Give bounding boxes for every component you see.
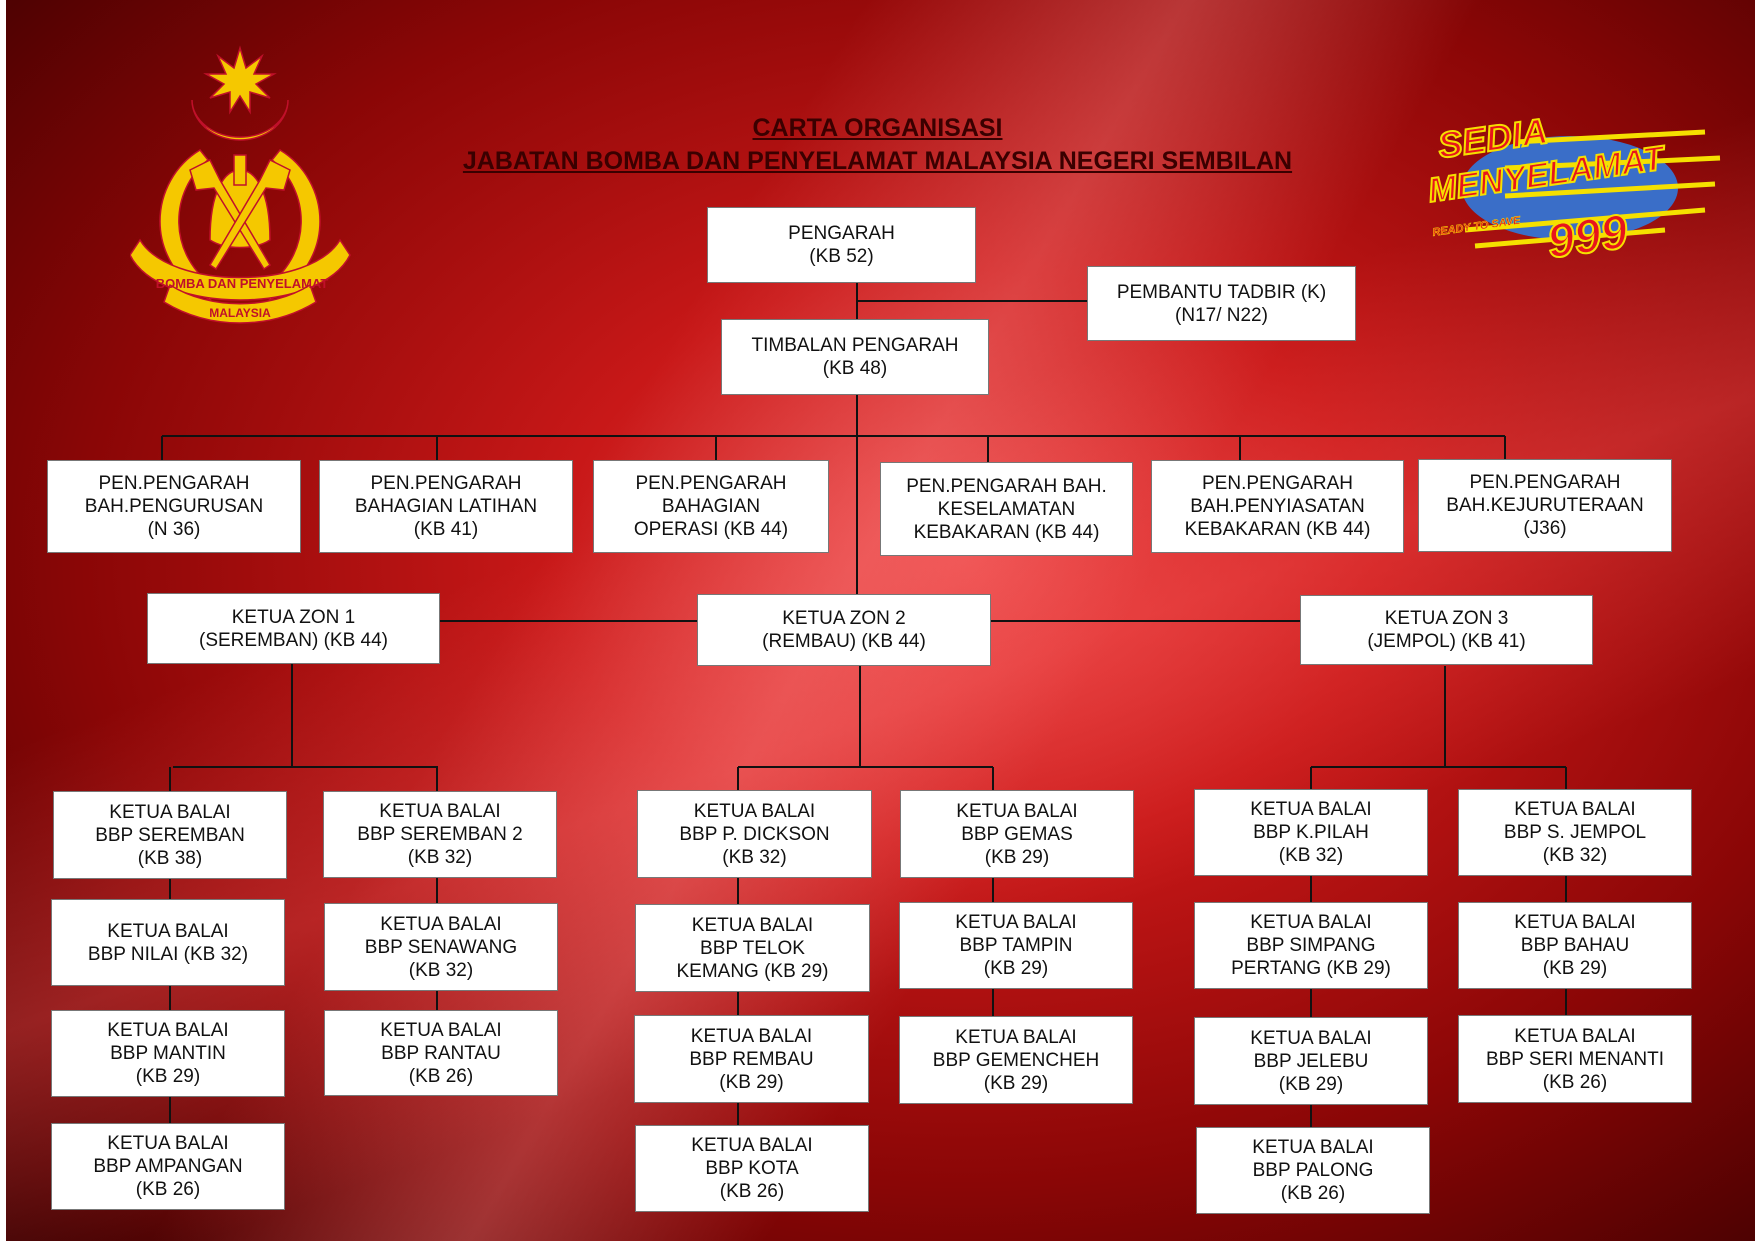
node-pen-pengarah-operasi: PEN.PENGARAH BAHAGIAN OPERASI (KB 44): [593, 460, 829, 553]
node-bbp-gemencheh: KETUA BALAI BBP GEMENCHEH (KB 29): [899, 1016, 1133, 1104]
chart-subtitle: JABATAN BOMBA DAN PENYELAMAT MALAYSIA NE…: [462, 147, 1293, 175]
node-ketua-zon-1: KETUA ZON 1 (SEREMBAN) (KB 44): [147, 593, 440, 664]
node-bbp-jelebu: KETUA BALAI BBP JELEBU (KB 29): [1194, 1017, 1428, 1105]
node-pen-pengarah-keselamatan: PEN.PENGARAH BAH. KESELAMATAN KEBAKARAN …: [880, 462, 1133, 556]
node-ketua-zon-3: KETUA ZON 3 (JEMPOL) (KB 41): [1300, 595, 1593, 665]
node-bbp-seremban-2: KETUA BALAI BBP SEREMBAN 2 (KB 32): [323, 791, 557, 878]
node-ketua-zon-2: KETUA ZON 2 (REMBAU) (KB 44): [697, 594, 991, 666]
node-bbp-senawang: KETUA BALAI BBP SENAWANG (KB 32): [324, 903, 558, 991]
node-pen-pengarah-latihan: PEN.PENGARAH BAHAGIAN LATIHAN (KB 41): [319, 460, 573, 553]
node-bbp-telok-kemang: KETUA BALAI BBP TELOK KEMANG (KB 29): [635, 904, 870, 992]
node-bbp-p-dickson: KETUA BALAI BBP P. DICKSON (KB 32): [637, 790, 872, 878]
node-bbp-palong: KETUA BALAI BBP PALONG (KB 26): [1196, 1127, 1430, 1214]
node-bbp-bahau: KETUA BALAI BBP BAHAU (KB 29): [1458, 902, 1692, 989]
node-pengarah: PENGARAH (KB 52): [707, 207, 976, 283]
bomba-emblem-logo: BOMBA DAN PENYELAMAT MALAYSIA: [130, 45, 351, 324]
node-bbp-mantin: KETUA BALAI BBP MANTIN (KB 29): [51, 1010, 285, 1097]
banner-ribbon-lower: [163, 283, 317, 324]
node-bbp-kota: KETUA BALAI BBP KOTA (KB 26): [635, 1125, 869, 1212]
axe-left-icon: [189, 158, 272, 271]
node-bbp-k-pilah: KETUA BALAI BBP K.PILAH (KB 32): [1194, 789, 1428, 876]
axe-right-icon: [208, 158, 291, 271]
svg-text:MALAYSIA: MALAYSIA: [209, 306, 271, 320]
left-margin-strip: [0, 0, 6, 1241]
node-timbalan-pengarah: TIMBALAN PENGARAH (KB 48): [721, 319, 989, 395]
node-pen-pengarah-penyiasatan: PEN.PENGARAH BAH.PENYIASATAN KEBAKARAN (…: [1151, 460, 1404, 553]
node-bbp-tampin: KETUA BALAI BBP TAMPIN (KB 29): [899, 902, 1133, 989]
node-bbp-rantau: KETUA BALAI BBP RANTAU (KB 26): [324, 1010, 558, 1096]
node-bbp-nilai: KETUA BALAI BBP NILAI (KB 32): [51, 899, 285, 986]
chart-title: CARTA ORGANISASI: [752, 114, 1003, 142]
star-icon: [203, 45, 277, 115]
svg-text:999: 999: [1544, 205, 1631, 268]
node-bbp-gemas: KETUA BALAI BBP GEMAS (KB 29): [900, 790, 1134, 878]
crescent-icon: [191, 99, 289, 141]
node-pembantu-tadbir: PEMBANTU TADBIR (K) (N17/ N22): [1087, 266, 1356, 341]
node-pen-pengarah-pengurusan: PEN.PENGARAH BAH.PENGURUSAN (N 36): [47, 460, 301, 553]
node-bbp-simpang-pertang: KETUA BALAI BBP SIMPANG PERTANG (KB 29): [1194, 902, 1428, 989]
node-bbp-s-jempol: KETUA BALAI BBP S. JEMPOL (KB 32): [1458, 789, 1692, 876]
sedia-menyelamat-999-logo: SEDIA MENYELAMAT 999 READY TO SAVE: [1425, 118, 1721, 268]
node-bbp-ampangan: KETUA BALAI BBP AMPANGAN (KB 26): [51, 1123, 285, 1210]
node-bbp-seri-menanti: KETUA BALAI BBP SERI MENANTI (KB 26): [1458, 1015, 1692, 1103]
svg-text:BOMBA DAN PENYELAMAT: BOMBA DAN PENYELAMAT: [156, 276, 329, 291]
node-bbp-seremban: KETUA BALAI BBP SEREMBAN (KB 38): [53, 791, 287, 879]
node-bbp-rembau: KETUA BALAI BBP REMBAU (KB 29): [634, 1015, 869, 1103]
node-pen-pengarah-kejuruteraan: PEN.PENGARAH BAH.KEJURUTERAAN (J36): [1418, 459, 1672, 552]
